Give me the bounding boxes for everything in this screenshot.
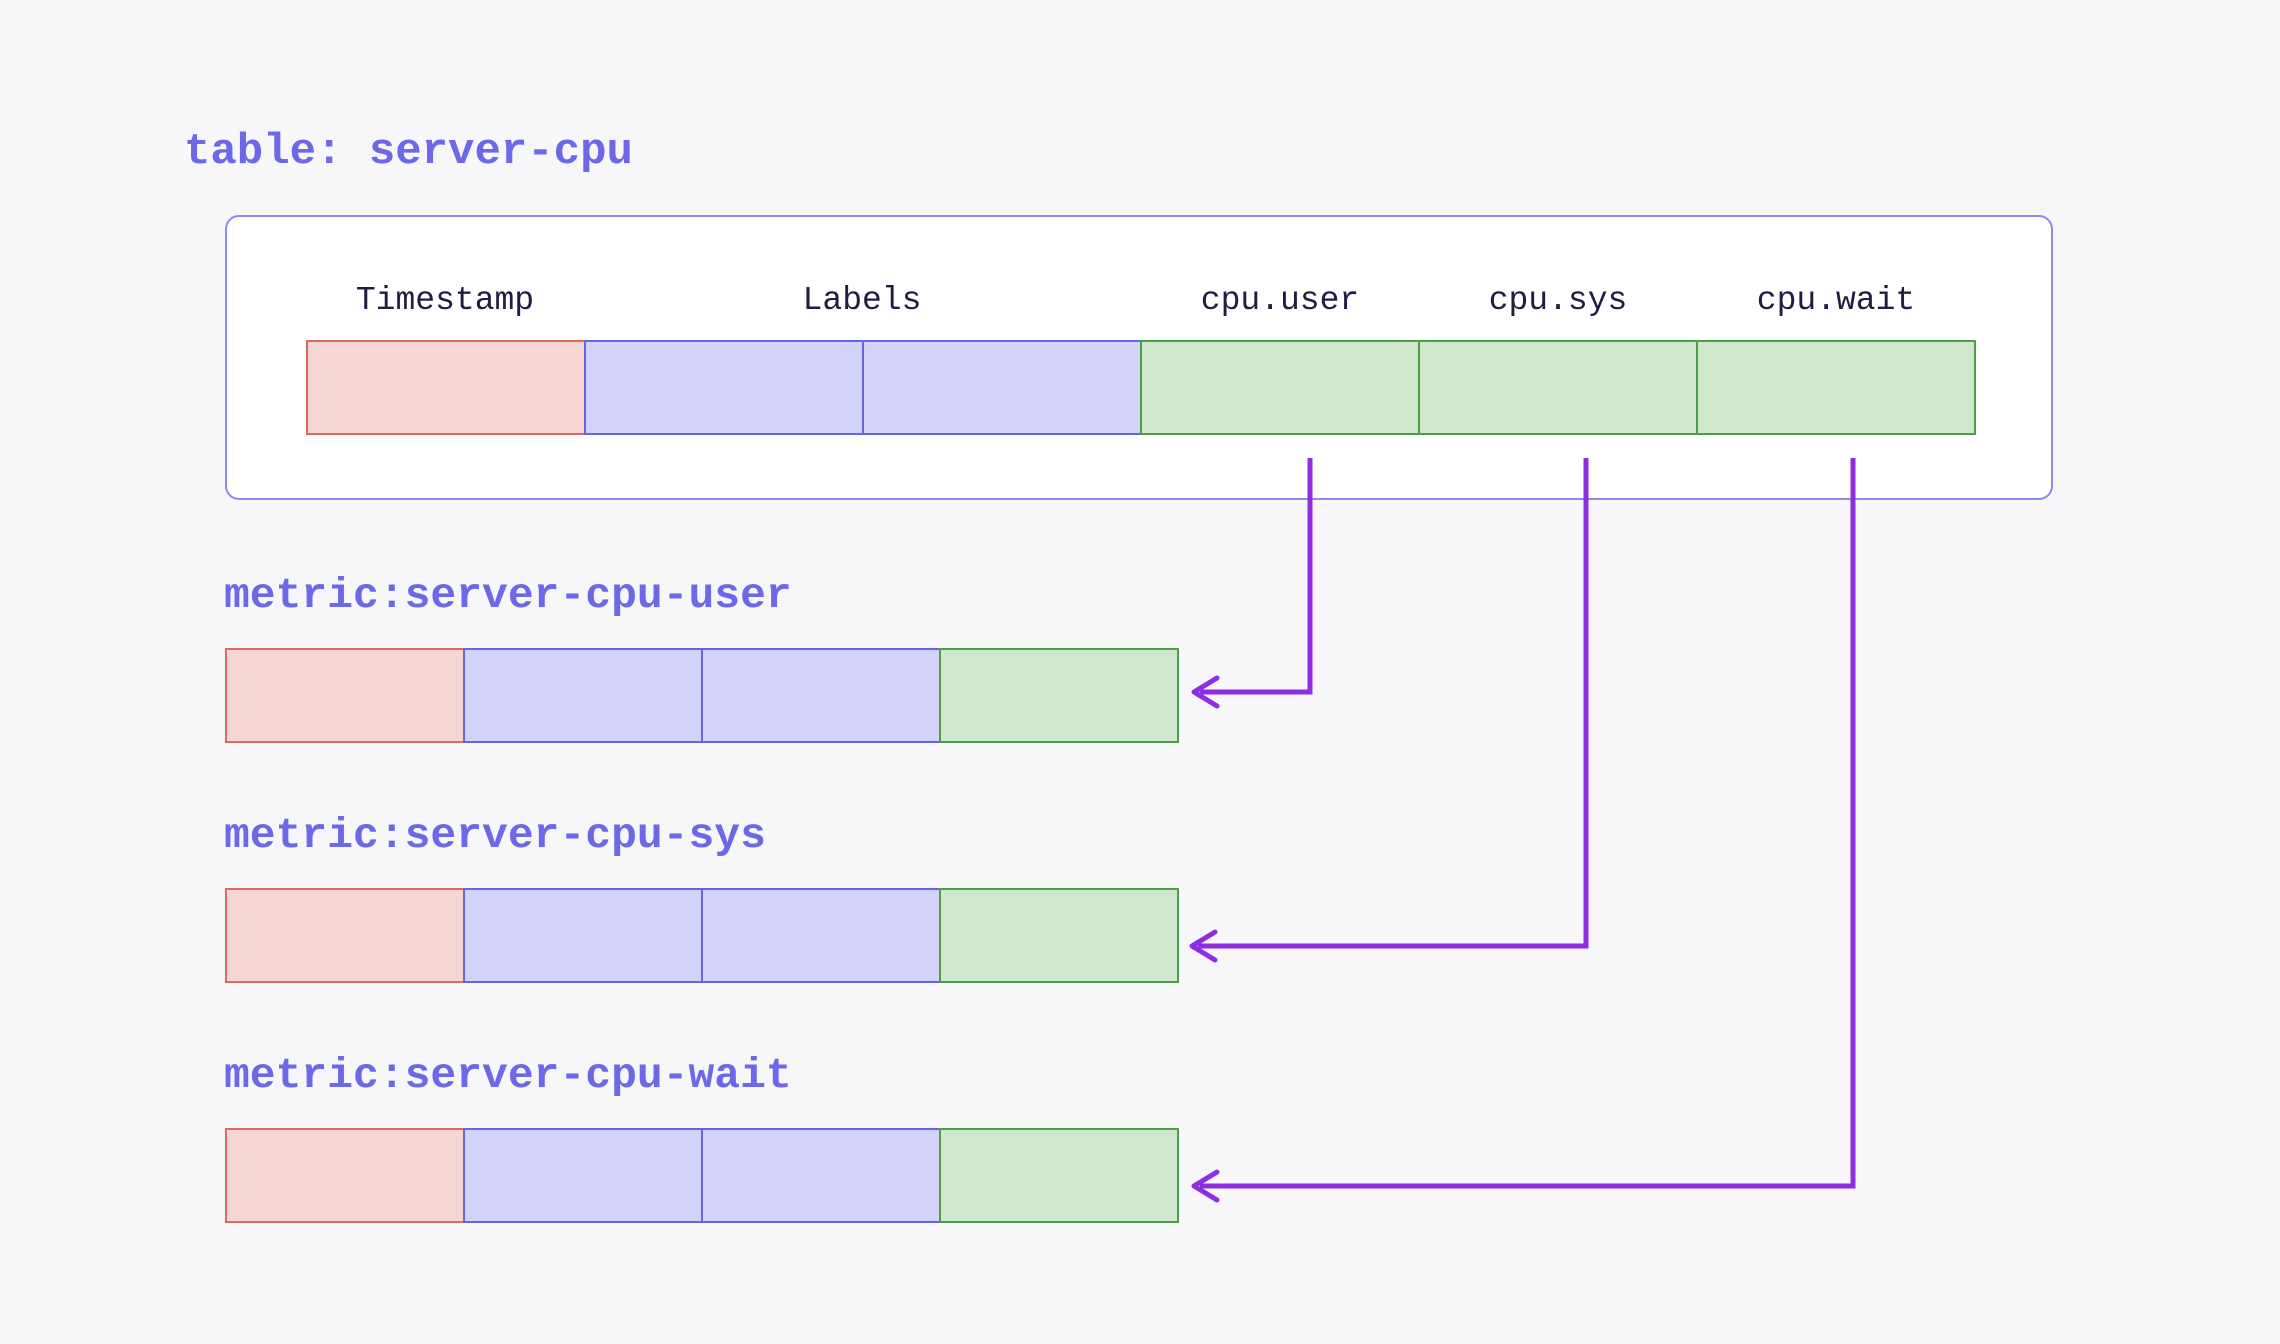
metric-label-cpu-wait: metric:server-cpu-wait [224,1051,792,1100]
metric-cell-value [939,1128,1179,1223]
metric-cell-labels-1 [463,1128,703,1223]
arrow-cpu-wait-to-metric [1191,458,1856,1203]
metric-cell-labels-1 [463,888,703,983]
table-cell-timestamp [306,340,586,435]
metric-cell-timestamp [225,648,465,743]
metric-cell-value [939,648,1179,743]
column-header-timestamp: Timestamp [355,282,535,319]
metric-label-cpu-sys: metric:server-cpu-sys [224,811,766,860]
table-cell-cpu-sys [1418,340,1698,435]
column-header-cpu-wait: cpu.wait [1756,282,1916,319]
column-header-cpu-sys: cpu.sys [1488,282,1628,319]
table-row [306,340,1976,435]
metric-cell-labels-2 [701,648,941,743]
metric-cell-value [939,888,1179,983]
metric-cell-labels-2 [701,1128,941,1223]
metric-cell-labels-1 [463,648,703,743]
table-cell-cpu-user [1140,340,1420,435]
metric-label-cpu-user: metric:server-cpu-user [224,571,792,620]
metric-row-cpu-sys [225,888,1179,983]
table-box: Timestamp Labels cpu.user cpu.sys cpu.wa… [225,215,2053,500]
arrow-cpu-sys-to-metric [1189,458,1589,963]
metric-row-cpu-wait [225,1128,1179,1223]
table-title: table: server-cpu [184,127,633,177]
column-header-cpu-user: cpu.user [1200,282,1360,319]
table-cell-cpu-wait [1696,340,1976,435]
table-cell-labels-2 [862,340,1142,435]
metric-row-cpu-user [225,648,1179,743]
table-cell-labels-1 [584,340,864,435]
metric-cell-timestamp [225,888,465,983]
metric-cell-labels-2 [701,888,941,983]
metric-cell-timestamp [225,1128,465,1223]
column-header-labels: Labels [802,282,922,319]
